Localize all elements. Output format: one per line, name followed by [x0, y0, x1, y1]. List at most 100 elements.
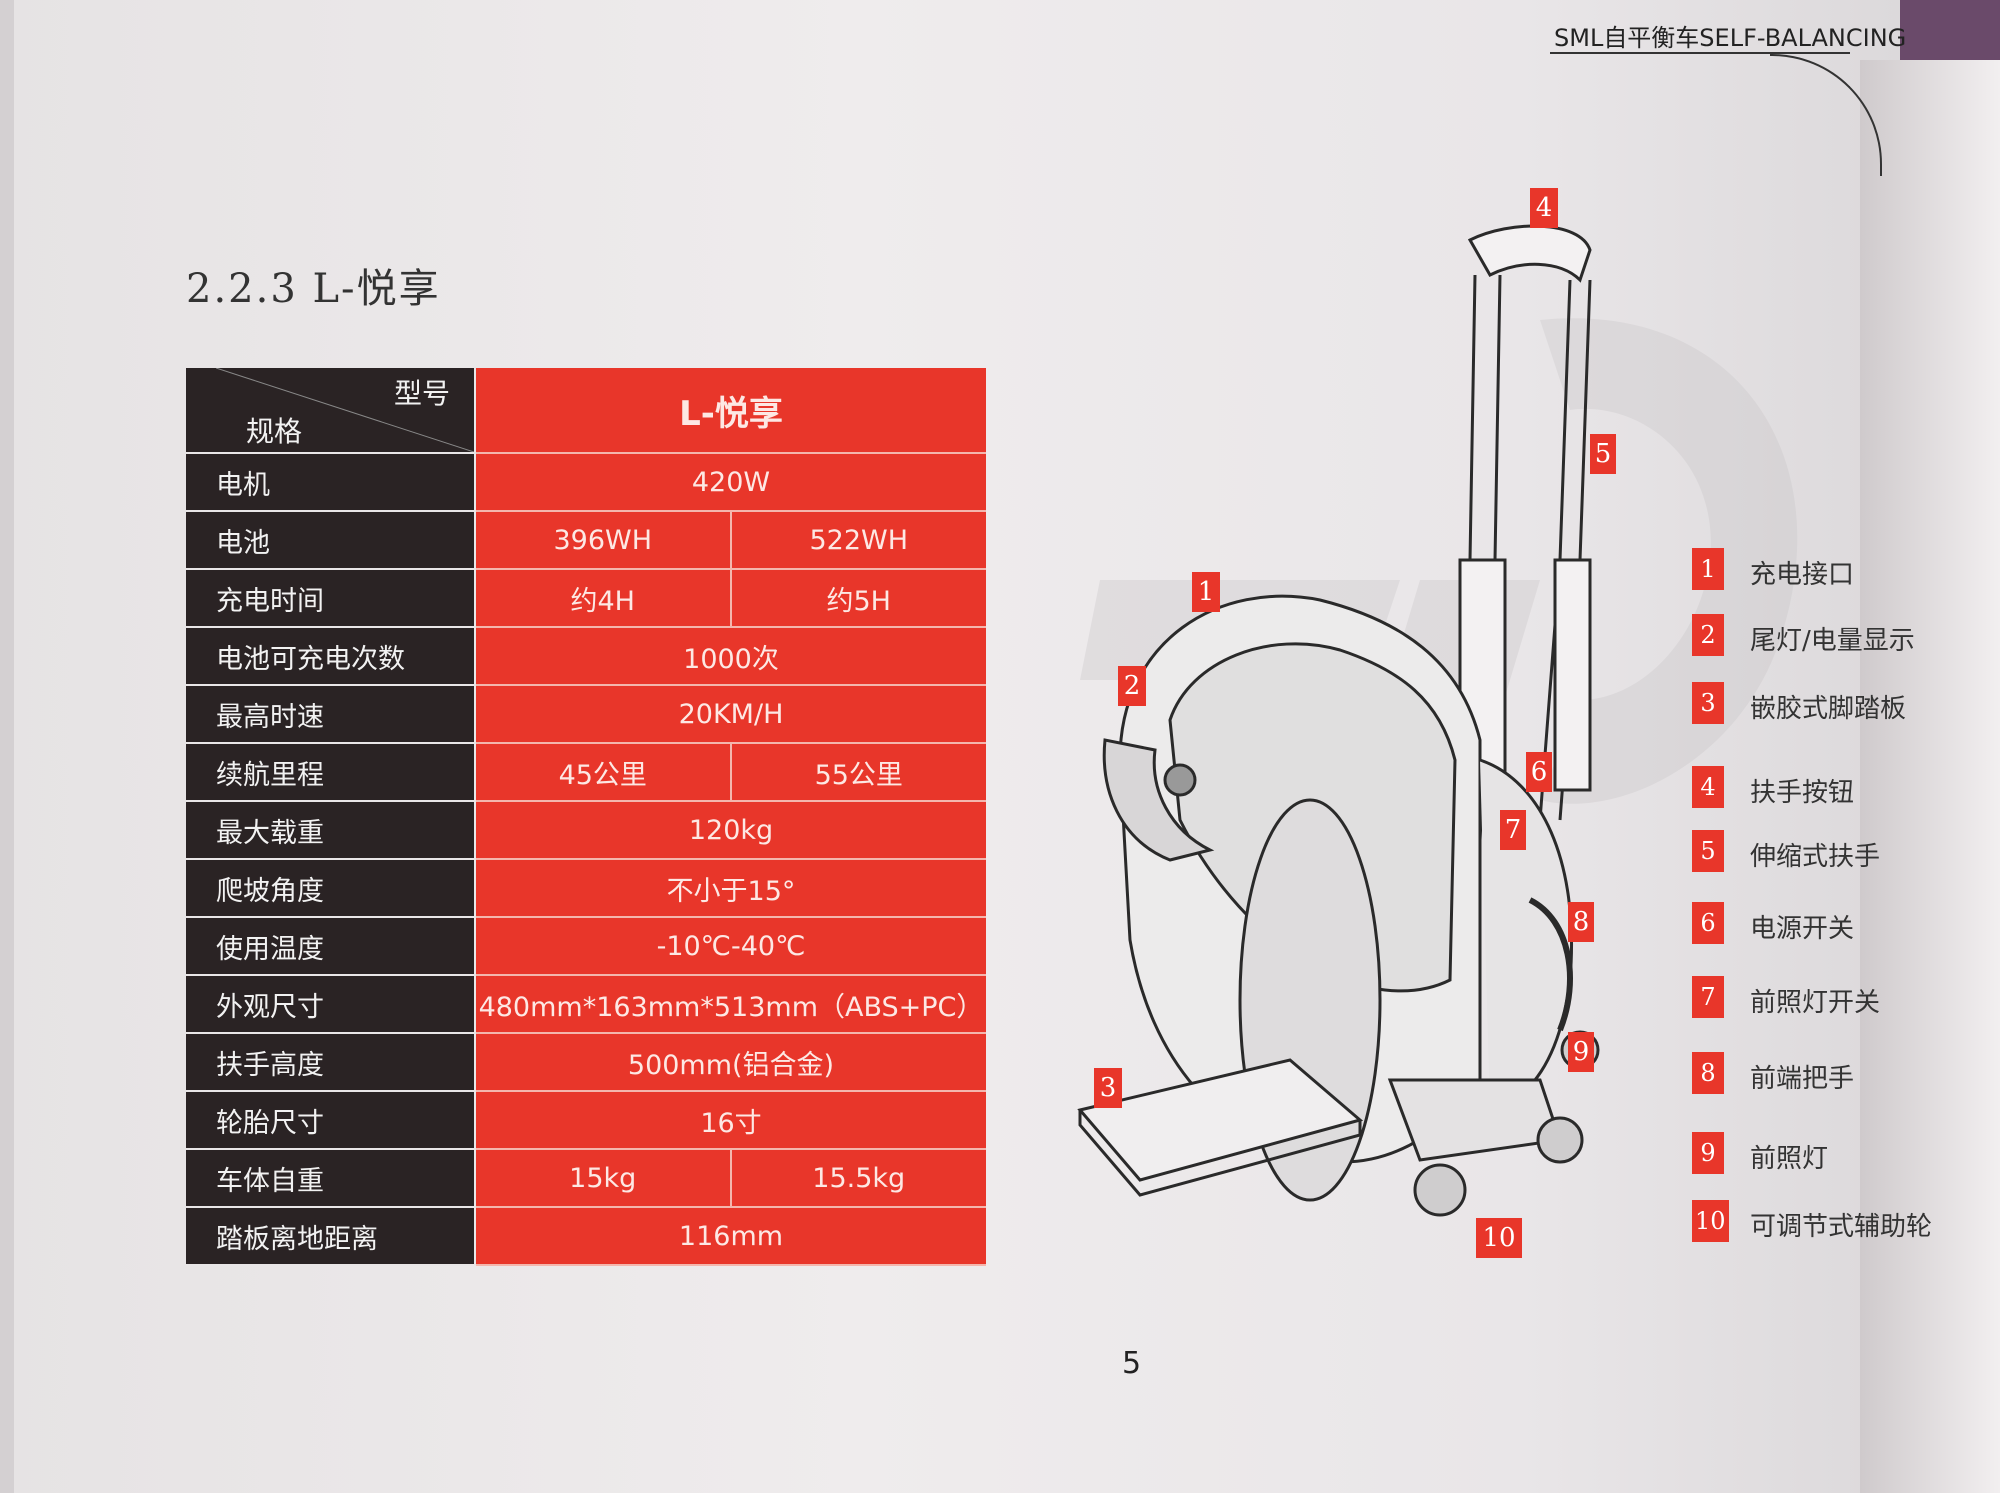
row-label: 爬坡角度	[186, 859, 475, 918]
row-value-a: 15kg	[474, 1149, 731, 1208]
table-row: 爬坡角度 不小于15°	[186, 859, 986, 918]
corner-cell: 型号 规格	[186, 368, 475, 454]
legend-text: 充电接口	[1750, 560, 1855, 590]
callout-7: 7	[1500, 810, 1526, 850]
row-label: 最高时速	[186, 685, 475, 744]
row-label: 充电时间	[186, 569, 475, 628]
row-label: 电池	[186, 511, 475, 570]
callout-1: 1	[1192, 572, 1220, 612]
legend-text: 前照灯	[1750, 1144, 1829, 1174]
legend-number: 2	[1692, 614, 1724, 656]
row-value-a: 396WH	[474, 511, 731, 570]
table-row: 扶手高度 500mm(铝合金)	[186, 1033, 986, 1092]
corner-model-label: 型号	[393, 377, 450, 410]
running-header: SML自平衡车SELF-BALANCING	[1554, 24, 1907, 52]
row-value-b: 15.5kg	[729, 1149, 986, 1208]
legend-number: 6	[1692, 902, 1724, 944]
table-row: 充电时间 约4H 约5H	[186, 569, 986, 628]
legend-item: 6 电源开关	[1692, 902, 1922, 952]
callout-4: 4	[1530, 188, 1558, 228]
legend-text: 前端把手	[1750, 1064, 1855, 1094]
legend-item: 5 伸缩式扶手	[1692, 830, 1922, 880]
legend-number: 4	[1692, 766, 1724, 808]
table-row: 电池 396WH 522WH	[186, 511, 986, 570]
callout-6: 6	[1526, 752, 1552, 792]
legend-text: 前照灯开关	[1750, 988, 1881, 1018]
row-label: 踏板离地距离	[186, 1207, 475, 1266]
legend-text: 扶手按钮	[1750, 778, 1855, 808]
legend-number: 1	[1692, 548, 1724, 590]
row-label: 车体自重	[186, 1149, 475, 1208]
callout-8: 8	[1568, 902, 1594, 942]
row-value-b: 约5H	[729, 569, 986, 628]
page-number: 5	[1122, 1346, 1142, 1381]
table-row: 使用温度 -10℃-40℃	[186, 917, 986, 976]
table-row: 外观尺寸 480mm*163mm*513mm（ABS+PC）	[186, 975, 986, 1034]
row-value: 不小于15°	[474, 859, 986, 918]
row-label: 电机	[186, 453, 475, 512]
row-label: 扶手高度	[186, 1033, 475, 1092]
section-heading: 2.2.3 L-悦享	[186, 266, 441, 312]
legend-text: 嵌胶式脚踏板	[1750, 694, 1907, 724]
row-value: 120kg	[474, 801, 986, 860]
row-value: 420W	[474, 453, 986, 512]
legend-item: 10 可调节式辅助轮	[1692, 1200, 1932, 1250]
row-label: 电池可充电次数	[186, 627, 475, 686]
table-row: 最高时速 20KM/H	[186, 685, 986, 744]
callout-9: 9	[1568, 1032, 1594, 1072]
legend-item: 3 嵌胶式脚踏板	[1692, 682, 1922, 732]
table-row: 踏板离地距离 116mm	[186, 1207, 986, 1266]
legend-item: 2 尾灯/电量显示	[1692, 614, 1922, 664]
page-left-edge	[0, 0, 14, 1493]
unicycle-illustration	[1077, 224, 1600, 1217]
header-rule	[1550, 52, 1850, 54]
legend-item: 7 前照灯开关	[1692, 976, 1922, 1026]
row-value: 116mm	[474, 1207, 986, 1266]
table-row: 电机 420W	[186, 453, 986, 512]
spec-table: 型号 规格 L-悦享 电机 420W 电池 396WH 522WH 充电时间 约…	[186, 368, 986, 1266]
row-label: 轮胎尺寸	[186, 1091, 475, 1150]
corner-divider	[216, 368, 474, 452]
corner-spec-label: 规格	[246, 415, 303, 448]
model-name: L-悦享	[679, 393, 783, 434]
table-row: 电池可充电次数 1000次	[186, 627, 986, 686]
row-label: 外观尺寸	[186, 975, 475, 1034]
legend-number: 10	[1692, 1200, 1729, 1242]
row-value: -10℃-40℃	[474, 917, 986, 976]
table-row: 续航里程 45公里 55公里	[186, 743, 986, 802]
callout-5: 5	[1590, 434, 1616, 474]
legend-item: 1 充电接口	[1692, 548, 1922, 598]
legend-text: 尾灯/电量显示	[1750, 626, 1915, 656]
row-value: 1000次	[474, 627, 986, 686]
row-label: 使用温度	[186, 917, 475, 976]
table-row: 轮胎尺寸 16寸	[186, 1091, 986, 1150]
row-value-b: 55公里	[729, 743, 986, 802]
row-value-a: 45公里	[474, 743, 731, 802]
row-value: 16寸	[474, 1091, 986, 1150]
row-value-a: 约4H	[474, 569, 731, 628]
legend-number: 3	[1692, 682, 1724, 724]
table-row: 车体自重 15kg 15.5kg	[186, 1149, 986, 1208]
legend-item: 9 前照灯	[1692, 1132, 1922, 1182]
row-value: 500mm(铝合金)	[474, 1033, 986, 1092]
legend-text: 可调节式辅助轮	[1750, 1212, 1933, 1242]
row-value: 20KM/H	[474, 685, 986, 744]
table-row: 最大载重 120kg	[186, 801, 986, 860]
model-name-cell: L-悦享	[474, 368, 986, 454]
legend-text: 电源开关	[1750, 914, 1855, 944]
legend-item: 8 前端把手	[1692, 1052, 1922, 1102]
row-value: 480mm*163mm*513mm（ABS+PC）	[474, 975, 986, 1034]
row-label: 最大载重	[186, 801, 475, 860]
row-label: 续航里程	[186, 743, 475, 802]
legend-number: 7	[1692, 976, 1724, 1018]
callout-2: 2	[1118, 666, 1146, 706]
callout-10: 10	[1476, 1218, 1522, 1258]
legend-number: 9	[1692, 1132, 1724, 1174]
next-page-edge	[1860, 60, 2000, 1493]
legend-number: 5	[1692, 830, 1724, 872]
legend-number: 8	[1692, 1052, 1724, 1094]
row-value-b: 522WH	[729, 511, 986, 570]
table-header-row: 型号 规格 L-悦享	[186, 368, 986, 454]
callout-3: 3	[1094, 1068, 1122, 1108]
legend-text: 伸缩式扶手	[1750, 842, 1881, 872]
